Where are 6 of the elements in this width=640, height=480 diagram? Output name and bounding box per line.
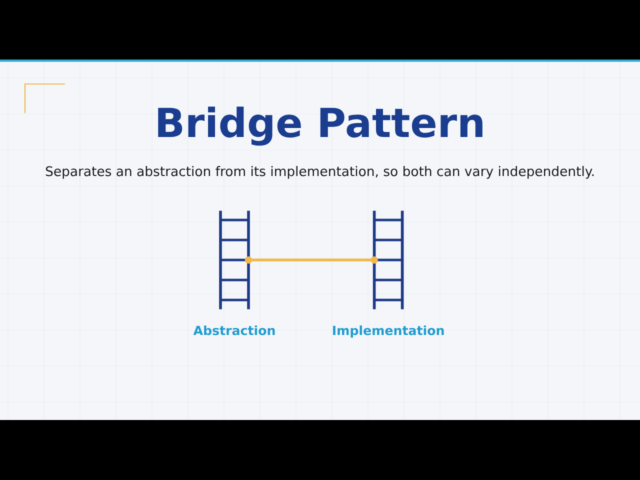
- ladder: [219, 209, 250, 311]
- node-label: Implementation: [333, 325, 444, 338]
- title: Bridge Pattern: [158, 106, 482, 146]
- ladder: [372, 209, 404, 311]
- subtitle: Separates an abstraction from its implementation, so both can vary independently.: [46, 166, 594, 179]
- node-label: Abstraction: [193, 325, 275, 336]
